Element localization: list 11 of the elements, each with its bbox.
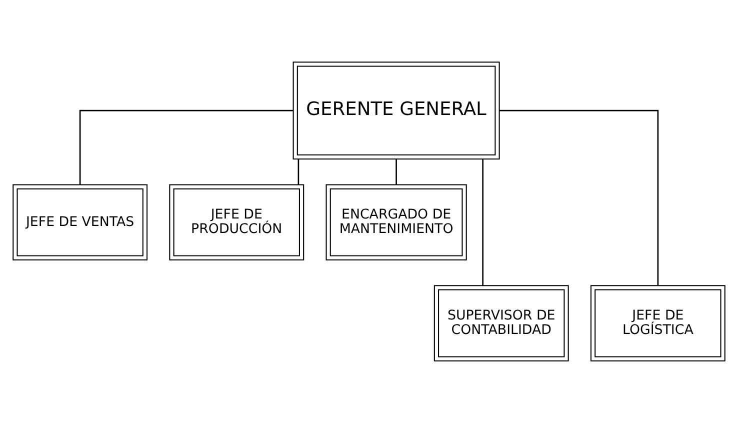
node-box: JEFE DE LOGÍSTICA	[590, 285, 725, 362]
connector	[482, 159, 483, 286]
connector	[395, 159, 396, 185]
node-box: ENCARGADO DE MANTENIMIENTO	[325, 184, 466, 260]
connector	[498, 110, 658, 286]
node-box: GERENTE GENERAL	[292, 62, 500, 160]
node-box: SUPERVISOR DE CONTABILIDAD	[433, 285, 568, 362]
connector	[297, 159, 299, 185]
node-box: JEFE DE PRODUCCIÓN	[168, 184, 304, 260]
node-box: JEFE DE VENTAS	[12, 184, 148, 260]
connector	[78, 110, 293, 184]
